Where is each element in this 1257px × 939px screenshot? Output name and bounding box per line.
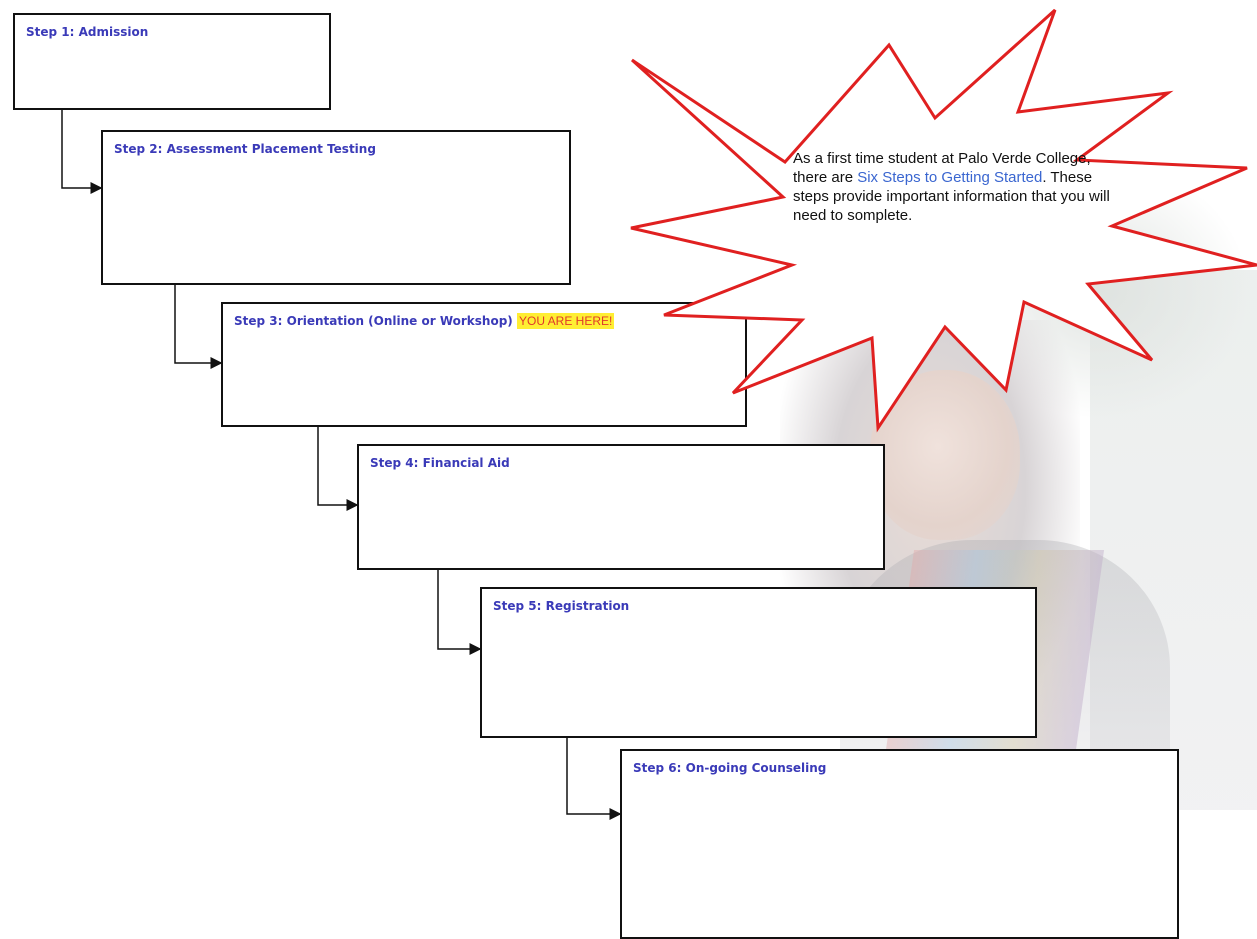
connector-1-2 (61, 109, 103, 194)
step-4-box: Step 4: Financial Aid (357, 444, 885, 570)
step-3-box: Step 3: Orientation (Online or Workshop)… (221, 302, 747, 427)
step-6-box: Step 6: On-going Counseling (620, 749, 1179, 939)
callout-text-end: . These steps provide important informat… (793, 169, 1110, 224)
step-3-title: Step 3: Orientation (Online or Workshop)… (234, 313, 615, 329)
you-are-here-badge: YOU ARE HERE! (516, 313, 615, 329)
step-5-box: Step 5: Registration (480, 587, 1037, 738)
step-2-box: Step 2: Assessment Placement Testing (101, 130, 571, 285)
connector-2-3 (174, 284, 223, 369)
step-3-label: Step 3: Orientation (Online or Workshop) (234, 314, 513, 328)
callout-text-start: As a first time student at Palo Verde Co… (793, 150, 1091, 186)
step-4-title: Step 4: Financial Aid (370, 456, 510, 470)
callout-text: As a first time student at Palo Verde Co… (793, 149, 1113, 225)
starburst-outline (630, 8, 1257, 433)
step-6-title: Step 6: On-going Counseling (633, 761, 827, 775)
connector-5-6 (566, 738, 622, 820)
step-5-title: Step 5: Registration (493, 599, 630, 613)
six-steps-link[interactable]: Six Steps to Getting Started (857, 169, 1043, 186)
step-1-box: Step 1: Admission (13, 13, 331, 110)
step-2-title: Step 2: Assessment Placement Testing (114, 142, 376, 156)
connector-4-5 (437, 570, 482, 655)
connector-3-4 (317, 426, 359, 511)
step-1-title: Step 1: Admission (26, 25, 149, 39)
